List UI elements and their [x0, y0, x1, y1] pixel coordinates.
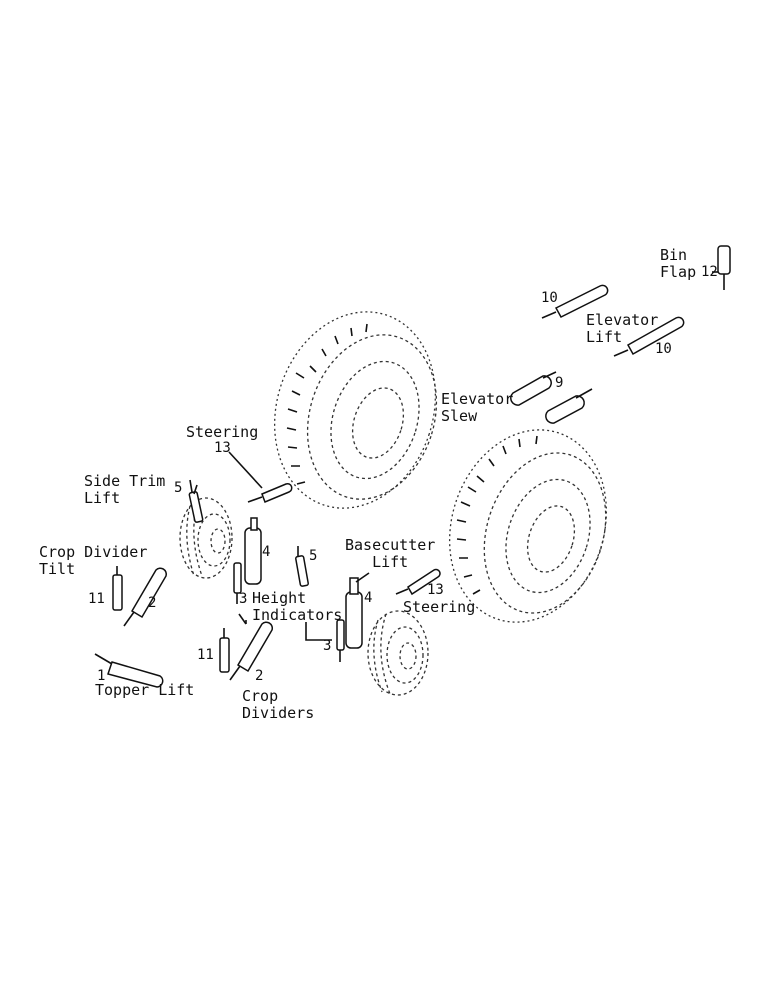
cylinder-crop-divider-tilt-2: [123, 567, 168, 627]
cylinder-bin-flap: [717, 245, 731, 290]
label-bin-flap-text: Bin Flap: [660, 246, 697, 281]
height-indicator-right: [345, 577, 363, 649]
callout-10-upper: 10: [541, 290, 558, 306]
label-basecutter-lift: Basecutter Lift: [345, 537, 435, 571]
cylinder-5-right: [295, 546, 309, 587]
callout-5-right: 5: [309, 548, 318, 564]
callout-3-right: 3: [323, 638, 332, 654]
height-indicator-left: [244, 517, 262, 585]
cylinder-side-trim-lift: [188, 479, 204, 523]
callout-10-lower: 10: [655, 341, 672, 357]
callout-12: 12: [701, 264, 718, 280]
callout-5-left: 5: [174, 480, 183, 496]
sensor-3-left: [233, 562, 242, 604]
cylinder-elevator-slew-lower: [545, 388, 593, 424]
rear-wheel-lower: [448, 429, 608, 623]
label-crop-dividers: Crop Dividers: [242, 688, 314, 722]
callout-11-right: 11: [197, 647, 214, 663]
callout-11-left: 11: [88, 591, 105, 607]
label-steering-upper: Steering: [186, 423, 259, 441]
callout-4-right: 4: [364, 590, 373, 606]
front-wheel-left: [179, 497, 233, 579]
label-topper-lift: Topper Lift: [95, 681, 195, 699]
callout-2-right: 2: [255, 668, 264, 684]
label-bin-flap: Bin Flap: [660, 247, 720, 281]
cylinder-crop-divider-tilt-11: [112, 566, 123, 611]
leader-lines: [193, 271, 718, 641]
front-wheel-right: [367, 610, 429, 696]
label-side-trim-lift-text: Side Trim Lift: [84, 472, 166, 507]
label-height-indicators: Height Indicators: [252, 590, 342, 624]
sensor-3-right: [336, 619, 345, 662]
cylinder-steering-upper: [247, 482, 293, 503]
callout-1: 1: [97, 668, 106, 684]
label-crop-dividers-text: Crop Dividers: [242, 687, 315, 722]
callout-9: 9: [555, 375, 564, 391]
label-elevator-slew-text: Elevator Slew: [441, 390, 514, 425]
callout-13-lower: 13: [427, 582, 444, 598]
label-crop-divider-tilt: Crop Divider Tilt: [39, 544, 147, 578]
label-height-indicators-text: Height Indicators: [252, 589, 343, 624]
cylinder-elevator-lift-upper: [541, 284, 609, 319]
cylinder-topper-lift: [94, 653, 164, 688]
cylinder-crop-dividers-11: [219, 628, 230, 673]
label-basecutter-lift-text: Basecutter Lift: [345, 536, 436, 571]
callout-3-left: 3: [239, 591, 248, 607]
label-crop-divider-tilt-text: Crop Divider Tilt: [39, 543, 148, 578]
label-elevator-lift: Elevator Lift: [586, 312, 658, 346]
callout-2-left: 2: [148, 595, 157, 611]
label-side-trim-lift: Side Trim Lift: [84, 473, 165, 507]
callout-4-left: 4: [262, 544, 271, 560]
cylinder-steering-lower: [395, 568, 441, 596]
cylinder-elevator-slew-upper: [510, 371, 557, 406]
rear-wheel-upper: [273, 311, 438, 509]
cylinder-elevator-lift-lower: [613, 316, 685, 357]
cylinder-crop-dividers-2: [229, 621, 274, 681]
label-elevator-slew: Elevator Slew: [441, 391, 513, 425]
label-elevator-lift-text: Elevator Lift: [586, 311, 659, 346]
label-steering-lower: Steering: [403, 598, 476, 616]
callout-13-upper: 13: [214, 440, 231, 456]
